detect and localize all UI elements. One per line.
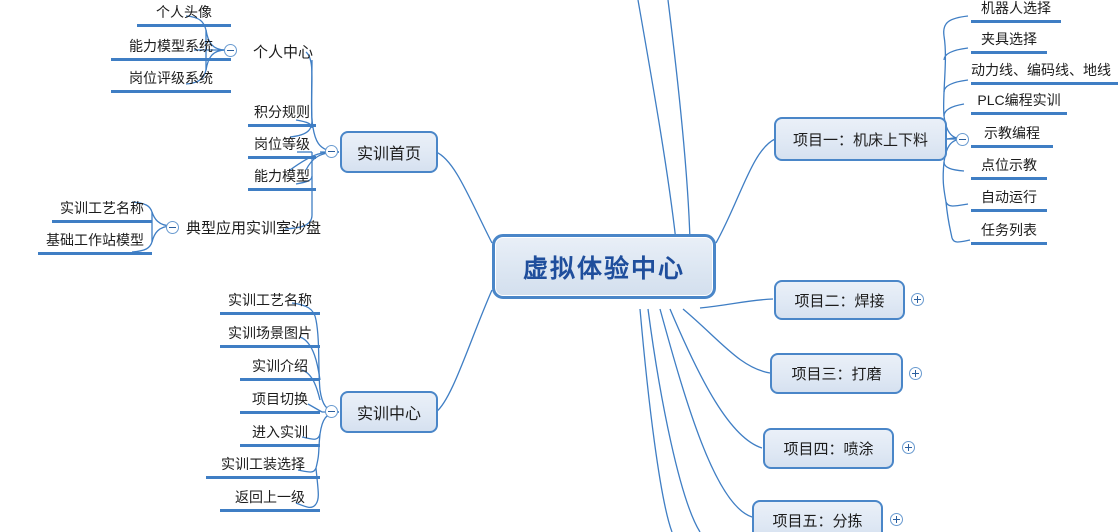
leaf-label: 进入实训 [252,424,308,440]
leaf-gangwei-pingji-xitong[interactable]: 岗位评级系统 [111,70,231,93]
node-xiangmu-san[interactable]: 项目三：打磨 [770,353,903,394]
node-geren-zhongxin-label: 个人中心 [253,44,314,61]
leaf-jifen-guize[interactable]: 积分规则 [248,104,316,127]
leaf-plc-biancheng-shixun[interactable]: PLC编程实训 [971,92,1067,115]
leaf-shijiao-biancheng[interactable]: 示教编程 [971,125,1053,148]
leaf-label: 实训介绍 [252,358,308,374]
leaf-label: 项目切换 [252,391,308,407]
node-shixun-zhongxin-label: 实训中心 [356,406,421,423]
leaf-sc-shixun-gongzhuang-xuanze[interactable]: 实训工装选择 [206,456,320,479]
leaf-sc-fanhui-shangyiji[interactable]: 返回上一级 [220,489,320,512]
leaf-sc-jinru-shixun[interactable]: 进入实训 [240,424,320,447]
leaf-label: 实训场景图片 [228,325,312,341]
root-node-label: 虚拟体验中心 [522,254,685,283]
node-xiangmu-si-label: 项目四：喷涂 [783,441,874,458]
leaf-nengli-moxing[interactable]: 能力模型 [248,168,316,191]
node-xiangmu-yi[interactable]: 项目一：机床上下料 [774,117,947,161]
leaf-jichu-gongzuozhan-moxing[interactable]: 基础工作站模型 [38,232,152,255]
node-shayan[interactable]: 典型应用实训室沙盘 [186,217,321,238]
leaf-label: 岗位等级 [254,136,310,152]
node-geren-zhongxin[interactable]: 个人中心 [253,41,313,62]
leaf-label: 个人头像 [156,4,212,20]
leaf-zidong-yunxing[interactable]: 自动运行 [971,189,1047,212]
node-shayan-label: 典型应用实训室沙盘 [186,220,322,237]
leaf-geren-touxiang[interactable]: 个人头像 [137,4,231,27]
leaf-label: 返回上一级 [235,489,305,505]
leaf-jiaju-xuanze[interactable]: 夹具选择 [971,31,1047,54]
leaf-label: PLC编程实训 [977,92,1061,108]
leaf-dianwei-shijiao[interactable]: 点位示教 [971,157,1047,180]
toggle-xiangmu-yi[interactable] [956,133,969,146]
leaf-label: 实训工装选择 [221,456,305,472]
leaf-sc-shixun-changjing-tupian[interactable]: 实训场景图片 [220,325,320,348]
leaf-label: 能力模型 [254,168,310,184]
toggle-shayan[interactable] [166,221,179,234]
node-shixun-zhongxin[interactable]: 实训中心 [340,391,438,433]
leaf-label: 任务列表 [981,222,1037,238]
node-xiangmu-wu-label: 项目五：分拣 [772,513,863,530]
node-shixun-shouye-label: 实训首页 [356,146,421,163]
node-xiangmu-er[interactable]: 项目二：焊接 [774,280,905,320]
toggle-xiangmu-wu[interactable] [890,513,903,526]
leaf-label: 点位示教 [981,157,1037,173]
node-shixun-shouye[interactable]: 实训首页 [340,131,438,173]
toggle-shixun-zhongxin[interactable] [325,405,338,418]
root-node[interactable]: 虚拟体验中心 [492,234,716,299]
node-xiangmu-er-label: 项目二：焊接 [794,292,885,310]
leaf-shixun-gongyi-mingcheng-shayan[interactable]: 实训工艺名称 [52,200,152,223]
leaf-sc-xiangmu-qiehuan[interactable]: 项目切换 [240,391,320,414]
node-xiangmu-si[interactable]: 项目四：喷涂 [763,428,894,469]
toggle-shixun-shouye[interactable] [325,145,338,158]
leaf-sc-shixun-jieshao[interactable]: 实训介绍 [240,358,320,381]
toggle-xiangmu-san[interactable] [909,367,922,380]
leaf-label: 夹具选择 [981,31,1037,47]
node-xiangmu-yi-label: 项目一：机床上下料 [792,131,928,149]
leaf-jiqiren-xuanze[interactable]: 机器人选择 [971,0,1061,23]
leaf-label: 实训工艺名称 [228,292,312,308]
leaf-label: 机器人选择 [981,0,1051,16]
node-xiangmu-san-label: 项目三：打磨 [791,366,882,383]
leaf-label: 基础工作站模型 [46,232,144,248]
toggle-xiangmu-er[interactable] [911,293,924,306]
leaf-label: 岗位评级系统 [129,70,213,86]
toggle-geren-zhongxin[interactable] [224,44,237,57]
leaf-gangwei-dengji[interactable]: 岗位等级 [248,136,316,159]
toggle-xiangmu-si[interactable] [902,441,915,454]
leaf-label: 实训工艺名称 [60,200,144,216]
leaf-dongli-bianma-dixian[interactable]: 动力线、编码线、地线 [971,62,1118,85]
leaf-label: 示教编程 [984,125,1040,141]
leaf-renwu-liebiao[interactable]: 任务列表 [971,222,1047,245]
leaf-sc-shixun-gongyi-mingcheng[interactable]: 实训工艺名称 [220,292,320,315]
leaf-nengli-moxing-xitong[interactable]: 能力模型系统 [111,38,231,61]
leaf-label: 能力模型系统 [129,38,213,54]
leaf-label: 动力线、编码线、地线 [971,62,1111,78]
leaf-label: 积分规则 [254,104,310,120]
node-xiangmu-wu[interactable]: 项目五：分拣 [752,500,883,532]
leaf-label: 自动运行 [981,189,1037,205]
